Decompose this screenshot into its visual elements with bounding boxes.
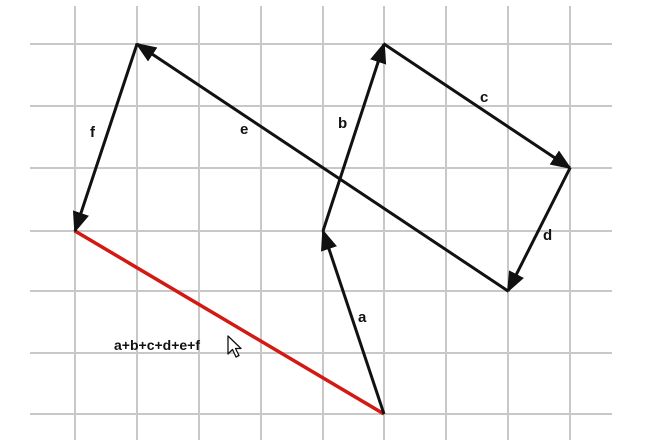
vector-c (383, 42, 572, 170)
vector-e (135, 42, 509, 293)
vector-d (506, 167, 572, 293)
pointer-cursor-icon (227, 335, 242, 358)
resultant-label: a+b+c+d+e+f (114, 337, 200, 353)
label-a: a (358, 309, 367, 326)
label-b: b (338, 115, 347, 132)
label-c: c (480, 89, 488, 106)
label-e: e (240, 121, 248, 138)
resultant-vector (74, 229, 385, 416)
label-f: f (90, 124, 96, 141)
vector-b (321, 42, 387, 232)
label-d: d (543, 227, 552, 244)
vector-f (72, 43, 139, 233)
vector-a (321, 229, 386, 415)
